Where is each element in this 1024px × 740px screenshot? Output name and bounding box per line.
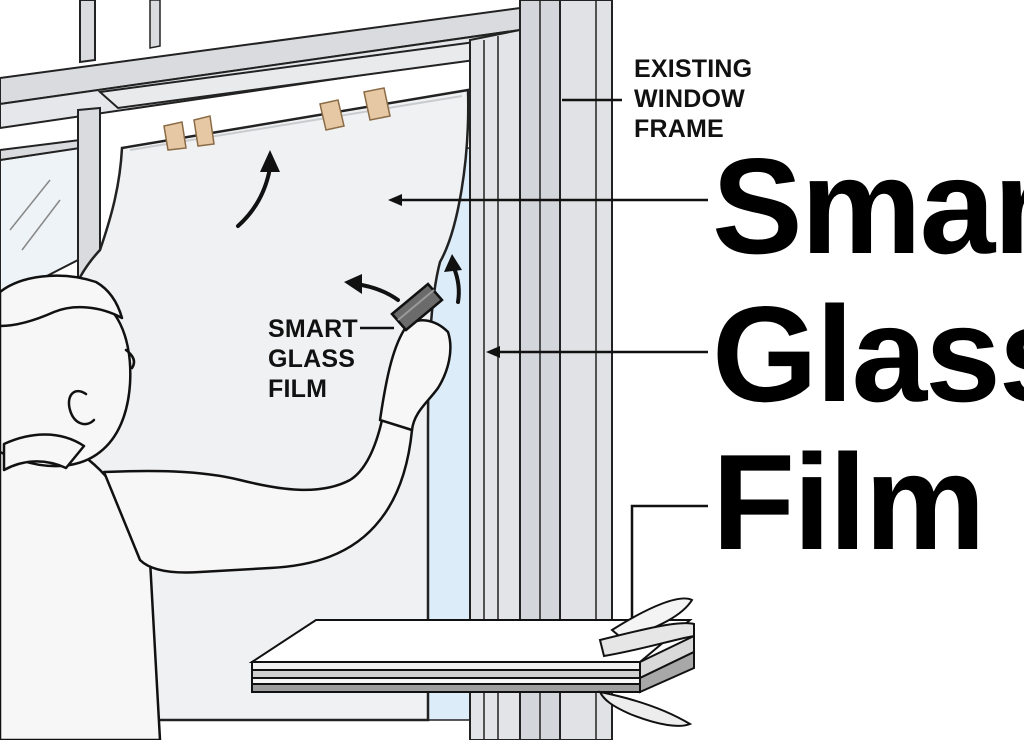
squeegee-tool: [390, 282, 444, 332]
curved-arrow-icon: [236, 166, 272, 228]
layer-protective: [251, 661, 641, 671]
right-jamb: [469, 28, 521, 740]
existing-window-frame-label: EXISTING WINDOW FRAME: [634, 54, 752, 144]
casing-trim: [559, 0, 613, 740]
smart-glass-film-label: SMART GLASS FILM: [268, 314, 358, 404]
upper-mullion: [149, 0, 161, 49]
collar: [2, 433, 86, 472]
nose: [124, 348, 136, 370]
callout-line: FRAME: [634, 115, 724, 143]
squeegee-icon: [390, 282, 444, 332]
tape-icon: [193, 115, 215, 147]
layer-conductive: [251, 683, 641, 693]
hand: [378, 319, 452, 432]
headline-title: Smart Glass Film: [712, 132, 1024, 576]
callout-line: GLASS: [268, 345, 356, 373]
callout-line: EXISTING: [634, 55, 753, 83]
tape-strips: [163, 87, 391, 151]
glass-glint: [9, 179, 51, 231]
layer-adhesive: [251, 669, 641, 679]
headline-word: Glass: [712, 278, 1024, 430]
tape-icon: [319, 99, 345, 131]
peeled-layer: [598, 690, 693, 727]
callout-leaders: [360, 98, 708, 620]
callout-line: WINDOW: [634, 85, 745, 113]
tape-icon: [163, 121, 187, 151]
glass-glint: [21, 199, 61, 251]
hair: [0, 274, 124, 328]
ear: [67, 389, 96, 426]
headline-word: Film: [712, 426, 986, 578]
tape-icon: [363, 87, 391, 121]
film-layer-cross-section: [248, 597, 695, 727]
upper-mullion: [79, 0, 96, 64]
window-frame: [0, 0, 613, 740]
installer-person: [0, 274, 452, 740]
headline-word: Smart: [712, 130, 1024, 282]
callout-line: SMART: [268, 315, 358, 343]
callout-line: FILM: [268, 375, 328, 403]
motion-arrows: [236, 150, 462, 304]
title-leader-line: [630, 504, 708, 620]
